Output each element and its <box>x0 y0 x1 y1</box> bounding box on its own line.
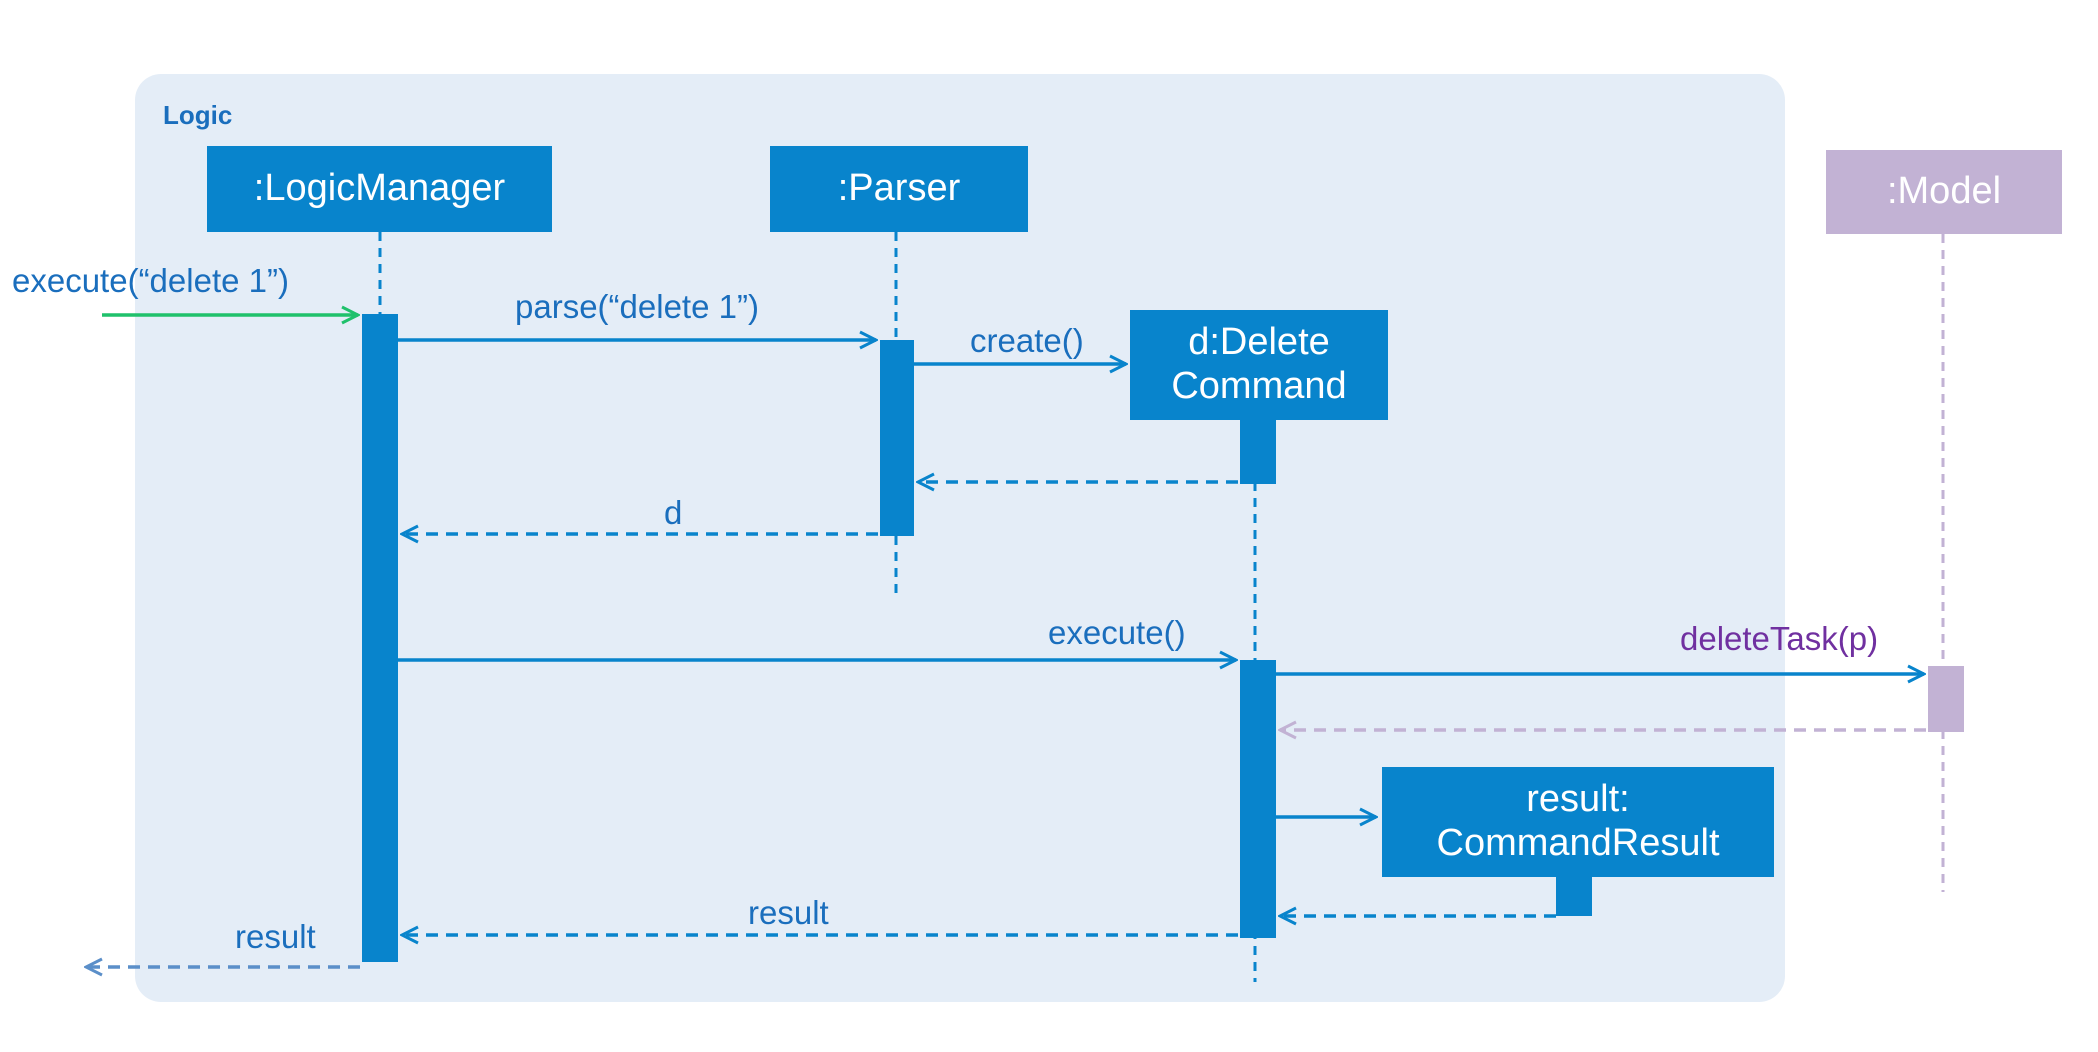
message-execute-label: execute() <box>1048 614 1186 651</box>
activation-parser <box>880 340 914 536</box>
result-out-label: result <box>235 918 316 955</box>
logic-frame-label: Logic <box>163 100 233 130</box>
activation-model <box>1928 666 1964 732</box>
message-execute-in-label: execute(“delete 1”) <box>12 262 289 299</box>
return-result-label: result <box>748 894 829 931</box>
message-create-label: create() <box>970 322 1084 359</box>
message-delete-task-label: deleteTask(p) <box>1680 620 1878 657</box>
lifeline-head-logic-manager: :LogicManager <box>207 146 552 232</box>
message-parse-label: parse(“delete 1”) <box>515 288 759 325</box>
lifeline-head-parser: :Parser <box>770 146 1028 232</box>
lifeline-head-model: :Model <box>1826 150 2062 234</box>
return-d-label: d <box>664 494 682 531</box>
activation-logic-manager <box>362 314 398 962</box>
lifeline-head-delete-command: d:Delete Command <box>1130 310 1388 420</box>
activation-delete-command-execute <box>1240 660 1276 938</box>
lifeline-head-command-result: result: CommandResult <box>1382 767 1774 877</box>
activation-delete-command-create <box>1240 420 1276 484</box>
activation-command-result <box>1556 876 1592 916</box>
